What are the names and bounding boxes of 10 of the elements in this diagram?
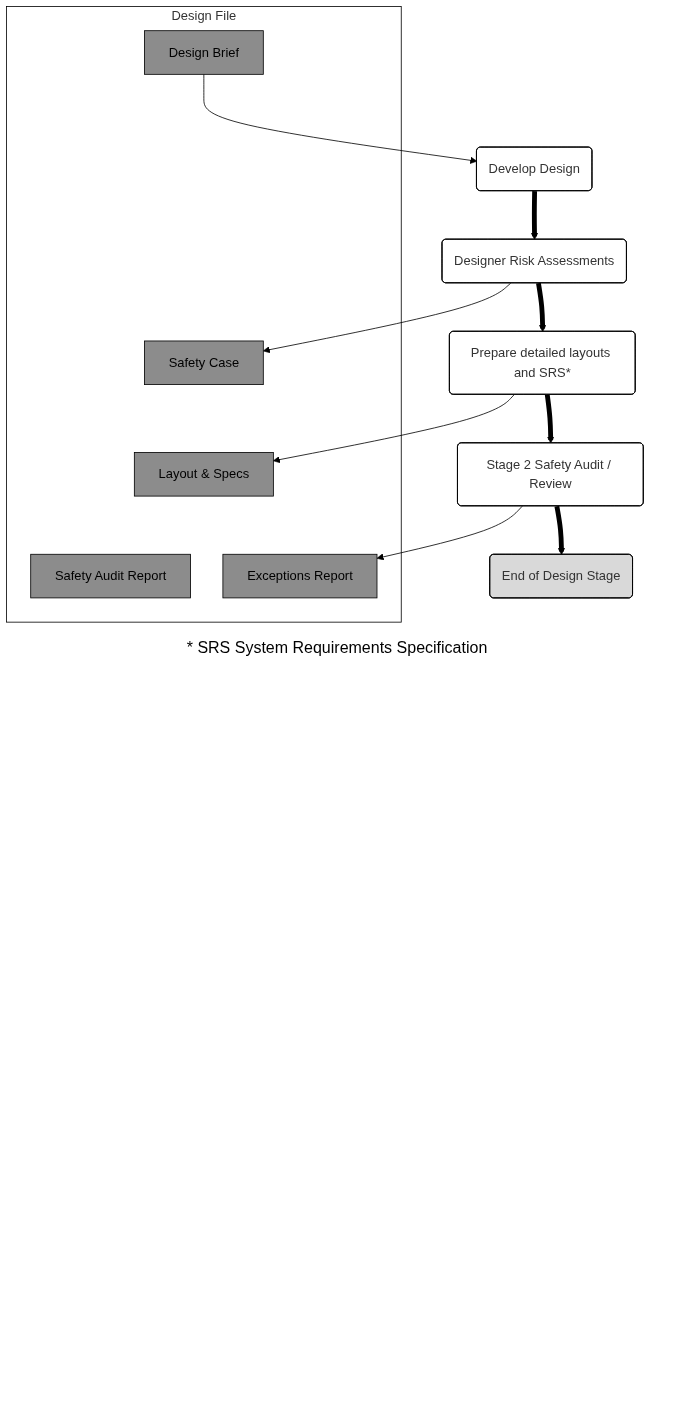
footnote: * SRS System Requirements Specification xyxy=(185,638,489,657)
node-box: Safety Audit Report xyxy=(30,553,191,599)
arrow xyxy=(536,282,547,332)
node-box: Exceptions Report xyxy=(222,553,378,599)
node-box: Design Brief xyxy=(144,30,264,75)
node-box: Safety Case xyxy=(144,340,264,385)
arrow xyxy=(544,394,555,444)
arrow xyxy=(530,191,539,240)
arrow xyxy=(554,505,565,555)
node-box: Layout & Specs xyxy=(133,452,274,497)
